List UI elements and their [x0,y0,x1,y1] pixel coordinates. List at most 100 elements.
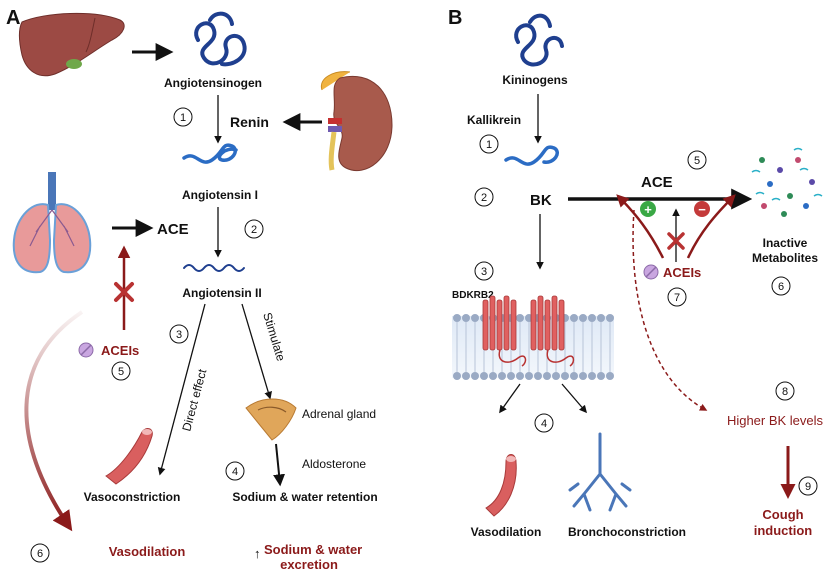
inactive-metabolites-icon [751,147,823,217]
ace-label-a: ACE [157,221,189,238]
adrenal-gland-icon [245,398,297,441]
lipid-head [471,314,479,322]
angiotensin-i-label: Angiotensin I [182,188,258,202]
minus-sign: − [698,202,706,217]
ace-label-b: ACE [641,174,673,191]
step-b5: 5 [694,155,700,167]
lipid-head [516,372,524,380]
lipid-head [606,372,614,380]
kininogens-label: Kininogens [502,73,568,87]
minus-badge-icon [694,201,710,217]
bronchoconstriction-label: Bronchoconstriction [568,525,686,539]
lipid-head [606,314,614,322]
aceis-label-b: ACEIs [663,265,701,280]
step-a1: 1 [180,112,186,124]
cough-line2: induction [754,523,813,538]
lipid-head [471,372,479,380]
stimulate-label: Stimulate [260,311,288,363]
lipid-head [489,372,497,380]
sodium-excretion-line2: excretion [280,557,338,571]
inactive-label-line1: Inactive [763,236,808,250]
blood-vessel-dilated-icon [485,454,517,517]
angiotensin-ii-label: Angiotensin II [182,286,261,300]
liver-icon [18,12,125,77]
lipid-head [507,372,515,380]
lipid-head [570,372,578,380]
lipid-head [453,314,461,322]
stimulate-arrow [241,303,272,400]
aldosterone-label: Aldosterone [302,457,366,471]
lipid-head [462,372,470,380]
higher-bk-label: Higher BK levels [727,413,824,428]
lipid-head [462,314,470,322]
inhibit-cross-icon-b [667,232,685,250]
step-b4: 4 [541,418,547,430]
vasoconstriction-label: Vasoconstriction [84,490,181,504]
lungs-icon [12,172,92,274]
aceis-label-a: ACEIs [101,343,139,358]
angiotensin-ii-protein-icon [183,264,245,272]
angiotensin-i-protein-icon [182,143,238,164]
sodium-retention-label: Sodium & water retention [232,490,377,504]
step-b3: 3 [481,266,487,278]
step-b8: 8 [782,386,788,398]
step-b9: 9 [805,481,811,493]
step-b7: 7 [674,292,680,304]
angiotensinogen-protein-icon [194,11,247,67]
step-b6: 6 [778,281,784,293]
step-a6: 6 [37,548,43,560]
bradykinin-protein-icon [504,145,559,166]
lipid-head [561,372,569,380]
kininogens-protein-icon [514,13,564,67]
pill-icon [78,342,94,358]
step-a5: 5 [118,366,124,378]
kidney-icon [320,71,393,172]
inactive-label-line2: Metabolites [752,251,818,265]
lipid-head [498,372,506,380]
lipid-head [552,372,560,380]
acei-plus-arrow [616,194,665,259]
pill-icon-b [643,264,659,280]
step-a4: 4 [232,466,238,478]
step-a3: 3 [176,329,182,341]
vasodilation-curve-arrow [24,310,84,532]
vasodilation-label-b: Vasodilation [471,525,542,539]
direct-effect-arrow [157,303,206,476]
inhibit-cross-icon [114,282,134,302]
blood-vessel-constricted-icon [105,428,153,485]
panel-b-letter: B [448,7,462,29]
lipid-head [579,314,587,322]
lipid-head [480,372,488,380]
bk-label: BK [530,192,552,209]
lipid-head [570,314,578,322]
angiotensinogen-label: Angiotensinogen [164,76,262,90]
lipid-head [525,372,533,380]
kallikrein-label: Kallikrein [467,113,521,127]
vasodilation-label-a: Vasodilation [109,544,186,559]
cough-line1: Cough [762,507,803,522]
renin-label: Renin [230,114,269,130]
lipid-head [588,314,596,322]
bronchi-icon [568,432,632,512]
direct-effect-label: Direct effect [179,367,209,433]
panel-a-letter: A [6,7,20,29]
excretion-up-arrow: ↑ [254,546,261,561]
step-b1: 1 [486,139,492,151]
step-b2: 2 [481,192,487,204]
sodium-excretion-line1: Sodium & water [264,542,362,557]
lipid-head [588,372,596,380]
bdkrb2-label: BDKRB2 [452,290,494,301]
dashed-bk-arrow [632,209,708,411]
bdkrb2-receptor-icon [482,295,575,367]
lipid-head [516,314,524,322]
aldosterone-arrow [273,443,286,487]
arrow-b-broncho [561,383,588,414]
plus-badge-icon [640,201,656,217]
arrow-b-vaso [499,383,521,414]
lipid-head [543,372,551,380]
lipid-head [597,372,605,380]
lipid-head [534,372,542,380]
lipid-head [579,372,587,380]
lipid-head [597,314,605,322]
